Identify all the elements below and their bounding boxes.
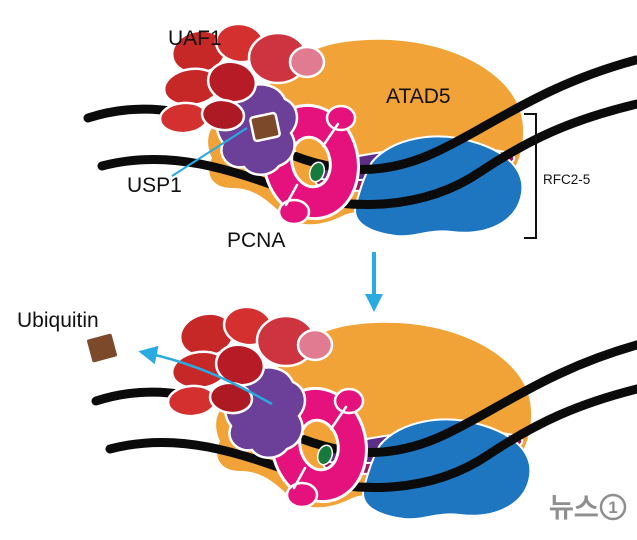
bottom-complex	[96, 304, 637, 519]
usp1-label: USP1	[127, 174, 182, 197]
usp1-pointer-line	[171, 127, 248, 177]
atad5-label: ATAD5	[386, 85, 451, 108]
watermark-brand-text: 뉴스	[549, 493, 599, 523]
watermark-badge-circle	[599, 493, 627, 521]
rfc2-5-label: RFC2-5	[543, 172, 590, 187]
ubiquitin-square	[249, 111, 281, 143]
uaf1-label: UAF1	[168, 27, 222, 50]
release-arrow	[138, 345, 273, 406]
top-complex	[88, 21, 637, 236]
reaction-arrow-down	[365, 252, 383, 312]
pcna-label: PCNA	[227, 229, 285, 252]
ubiquitin-released-square	[84, 331, 120, 365]
watermark-badge-number: 1	[608, 498, 617, 517]
ubiquitin-label: Ubiquitin	[17, 309, 99, 332]
rfc-bracket	[524, 113, 537, 239]
watermark-news1: 뉴스 1	[549, 493, 627, 523]
